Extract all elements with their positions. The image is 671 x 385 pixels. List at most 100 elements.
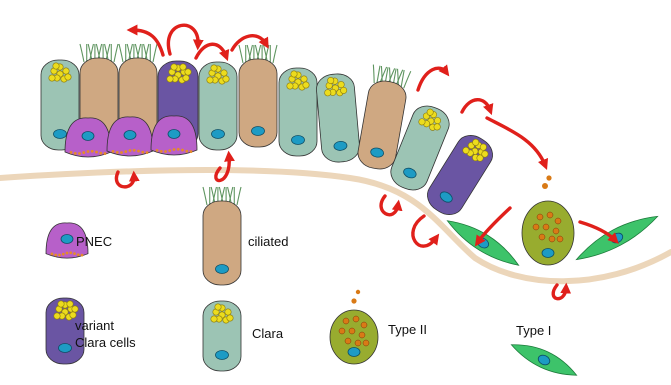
secretory-granule xyxy=(227,315,233,321)
lamellar-body xyxy=(353,316,359,322)
secretory-granule xyxy=(211,65,217,71)
dense-core-granule xyxy=(95,151,98,154)
dense-core-granule xyxy=(129,149,132,152)
lamellar-body xyxy=(547,212,553,218)
lamellar-body xyxy=(539,234,545,240)
dense-core-granule xyxy=(160,150,163,153)
dense-core-granule xyxy=(124,150,127,153)
secretory-granule xyxy=(54,313,60,319)
nucleus xyxy=(216,265,229,274)
lamellar-body xyxy=(355,340,361,346)
cilium xyxy=(239,45,243,63)
nucleus xyxy=(168,130,180,139)
secretory-granule xyxy=(49,75,55,81)
secretory-granule xyxy=(167,76,173,82)
lamellar-body xyxy=(361,322,367,328)
lineage-arrow xyxy=(580,222,615,240)
cilium xyxy=(153,44,157,62)
lineage-arrow xyxy=(553,285,566,299)
legend-type-i-shape xyxy=(508,337,580,383)
dense-core-granule xyxy=(62,253,65,256)
secretory-granule xyxy=(287,83,293,89)
dense-core-granule xyxy=(137,150,140,153)
legend-label-type-ii: Type II xyxy=(388,322,427,337)
dense-core-granule xyxy=(156,149,159,152)
lineage-arrow xyxy=(478,208,510,242)
secretory-granule xyxy=(63,68,69,74)
secretory-granule xyxy=(185,69,191,75)
lineage-arrow xyxy=(168,25,198,54)
legend-label-variant-clara: Clara cells xyxy=(75,335,136,350)
legend-ciliated-shape xyxy=(203,187,241,285)
secreted-granule xyxy=(546,175,551,180)
secretory-granule xyxy=(211,316,217,322)
secretory-granule xyxy=(303,82,309,88)
dense-core-granule xyxy=(82,151,85,154)
lineage-arrow xyxy=(487,118,545,165)
secretory-granule xyxy=(223,76,229,82)
legend-label-variant: variant xyxy=(75,318,114,333)
secretory-granule xyxy=(215,304,221,310)
legend-label-clara: Clara xyxy=(252,326,283,341)
cilium xyxy=(203,187,207,205)
nucleus xyxy=(292,136,305,145)
cilium xyxy=(80,44,84,62)
dense-core-granule xyxy=(70,151,73,154)
dense-core-granule xyxy=(141,151,144,154)
secretory-granule xyxy=(180,64,186,70)
lineage-arrow xyxy=(232,36,266,50)
secreted-granule xyxy=(542,183,548,189)
lamellar-body xyxy=(537,214,543,220)
dense-core-granule xyxy=(87,150,90,153)
nucleus xyxy=(59,344,72,353)
nucleus xyxy=(348,348,360,357)
secretory-granule xyxy=(225,309,231,315)
lamellar-body xyxy=(345,338,351,344)
lamellar-body xyxy=(359,332,365,338)
dense-core-granule xyxy=(78,152,81,155)
nucleus xyxy=(252,127,265,136)
dense-core-granule xyxy=(99,152,102,155)
dense-core-granule xyxy=(168,149,171,152)
secretory-granule xyxy=(301,76,307,82)
cilium xyxy=(273,45,277,63)
lamellar-body xyxy=(533,224,539,230)
dense-core-granule xyxy=(54,254,57,257)
dense-core-granule xyxy=(112,150,115,153)
clara-cell xyxy=(199,62,237,150)
secreted-granule xyxy=(356,290,360,294)
nucleus xyxy=(216,351,229,360)
lamellar-body xyxy=(343,318,349,324)
nucleus xyxy=(82,132,94,141)
lamellar-body xyxy=(339,328,345,334)
secretory-granule xyxy=(65,74,71,80)
secretory-granule xyxy=(183,75,189,81)
dense-core-granule xyxy=(58,254,61,257)
secretory-granule xyxy=(340,87,347,94)
lineage-arrow xyxy=(462,100,490,112)
secretory-granule xyxy=(72,306,78,312)
cilium xyxy=(114,44,118,62)
type-i-cell xyxy=(572,208,661,266)
dense-core-granule xyxy=(104,152,107,155)
dense-core-granule xyxy=(181,149,184,152)
secretory-granule xyxy=(171,64,177,70)
cilium xyxy=(119,44,123,62)
lamellar-body xyxy=(555,218,561,224)
dense-core-granule xyxy=(120,151,123,154)
lamellar-body xyxy=(349,328,355,334)
dense-core-granule xyxy=(164,150,167,153)
legend-label-type-i: Type I xyxy=(516,323,551,338)
clara-cell xyxy=(315,73,361,164)
dense-core-granule xyxy=(66,252,69,255)
dense-core-granule xyxy=(74,152,77,155)
cilium xyxy=(237,187,241,205)
secretory-granule xyxy=(67,301,73,307)
secretory-granule xyxy=(53,63,59,69)
dense-core-granule xyxy=(116,151,119,154)
type-ii-cell xyxy=(522,201,574,265)
dense-core-granule xyxy=(173,148,176,151)
secretory-granule xyxy=(324,89,331,96)
legend-label-pnec: PNEC xyxy=(76,234,112,249)
lineage-arrow xyxy=(381,196,398,215)
